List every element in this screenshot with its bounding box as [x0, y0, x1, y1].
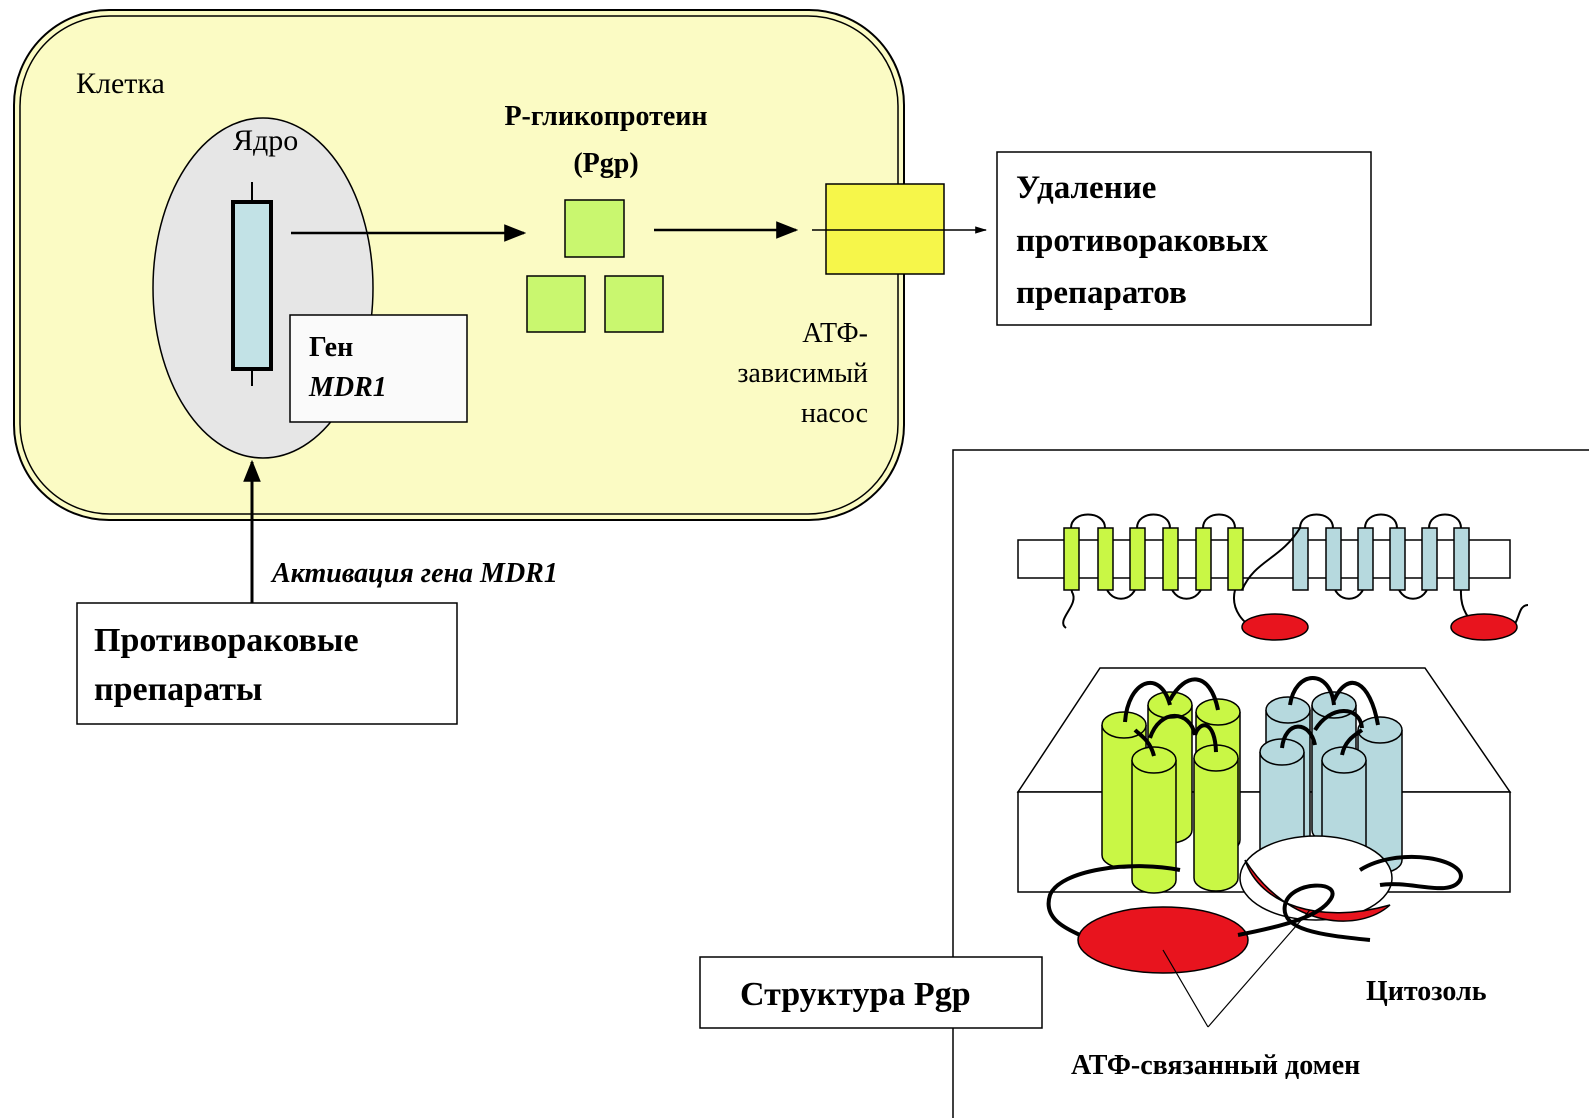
gene-mdr1-box — [289, 314, 468, 423]
nbd-right-red-band — [1244, 859, 1391, 922]
helix-blue-loops — [1280, 676, 1380, 756]
helix-green-top — [1131, 746, 1177, 774]
pump-label-line3: насос — [801, 398, 868, 429]
linker-loop-right — [1237, 883, 1371, 942]
helix-green — [1131, 746, 1177, 894]
atp-pump — [825, 183, 945, 275]
tm-helix-blue — [1453, 527, 1470, 591]
structure-title: Структура Pgp — [740, 976, 971, 1013]
pgp-square-right — [604, 275, 664, 333]
activation-label: Активация гена MDR1 — [270, 558, 558, 589]
tm-helix-blue — [1389, 527, 1406, 591]
helix-green-top — [1195, 698, 1241, 726]
tm-helix-blue — [1292, 527, 1309, 591]
nbd-topology-right — [1450, 613, 1518, 641]
nbd-topology-left — [1241, 613, 1309, 641]
topology-green-loop — [1070, 513, 1106, 529]
helix-green-body — [1193, 758, 1239, 892]
drugs-line2: препараты — [94, 671, 262, 708]
tm-helix-green — [1097, 527, 1114, 591]
gene-segment — [231, 200, 273, 371]
panel-frame — [952, 449, 1589, 1118]
pump-label-line1: АТФ- — [802, 318, 868, 349]
tm-helix-green — [1063, 527, 1080, 591]
topology-green-loop — [1136, 513, 1171, 529]
tm-helix-blue — [1421, 527, 1438, 591]
topology-green-loop — [1202, 513, 1236, 529]
pointer-left — [1162, 949, 1209, 1028]
nbd-ellipse-right — [1239, 835, 1393, 921]
tm-helix-green — [1162, 527, 1179, 591]
tm-helix-blue — [1325, 527, 1342, 591]
drugs-line1: Противораковые — [94, 622, 359, 659]
helix-blue-top — [1357, 716, 1403, 744]
helix-green-body — [1131, 760, 1177, 894]
pgp-label-line2: (Pgp) — [573, 148, 638, 179]
gene-box-line2: MDR1 — [308, 372, 387, 403]
tm-helix-green — [1195, 527, 1212, 591]
drug-removal-box: Удаление противораковых препаратов — [996, 151, 1372, 326]
helix-green — [1193, 744, 1239, 892]
topology-blue-loop — [1364, 513, 1398, 529]
atp-domain-label: АТФ-связанный домен — [1071, 1050, 1360, 1081]
helix-green-loops — [1123, 677, 1220, 757]
pgp-structure-panel: Структура Pgp Цитозоль АТФ-связанный дом… — [699, 449, 1589, 1118]
topology-blue-loop — [1299, 513, 1334, 529]
pgp-label-line1: P-гликопротеин — [504, 101, 707, 132]
pointer-right — [1207, 909, 1311, 1028]
nucleus-label: Ядро — [233, 124, 298, 157]
cell-label: Клетка — [76, 67, 165, 100]
structure-title-box — [699, 956, 1043, 1029]
topology-blue-loop — [1428, 513, 1462, 529]
nbd-ellipse-left — [1077, 906, 1249, 974]
gene-box-line1: Ген — [309, 332, 353, 363]
cytosol-label: Цитозоль — [1366, 976, 1487, 1007]
c-terminal-loop — [1358, 855, 1463, 891]
anticancer-drugs-box: Противораковые препараты — [76, 602, 458, 725]
removal-line1: Удаление — [1016, 170, 1156, 206]
topology-map — [1062, 513, 1529, 641]
tm-helix-green — [1129, 527, 1146, 591]
linker-loop-left — [1046, 864, 1181, 937]
tm-helix-blue — [1357, 527, 1374, 591]
cell: Клетка Ядро Ген MDR1 P-гликопротеин (Pgp… — [13, 9, 905, 521]
removal-line3: препаратов — [1016, 275, 1187, 311]
pump-label-line2: зависимый — [737, 358, 868, 389]
pgp-square-top — [564, 199, 625, 258]
pgp-square-left — [526, 275, 586, 333]
helix-blue-top — [1265, 696, 1311, 724]
tm-helix-green — [1227, 527, 1244, 591]
removal-line2: противораковых — [1016, 223, 1268, 259]
